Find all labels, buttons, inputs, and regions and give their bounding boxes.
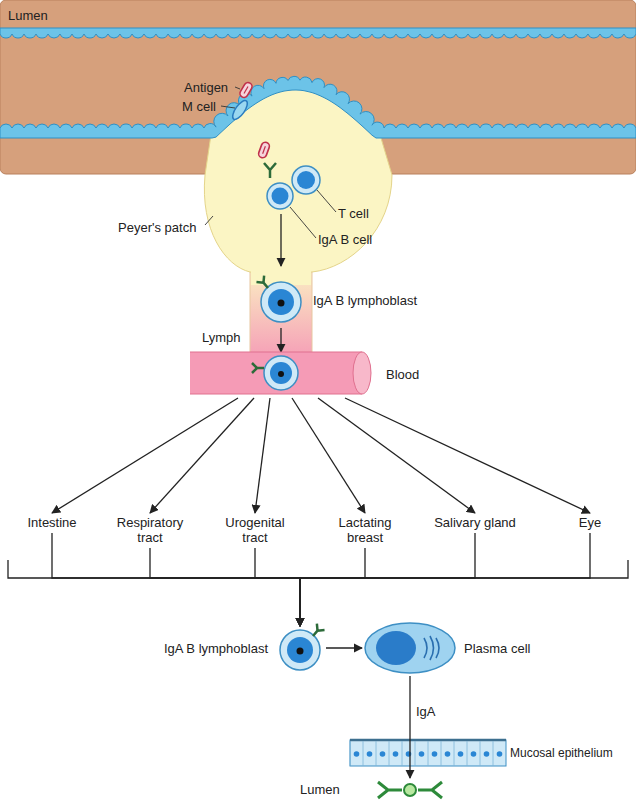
connector-arrow bbox=[255, 398, 270, 513]
m-cell bbox=[230, 98, 250, 121]
label: T cell bbox=[338, 206, 369, 221]
arrow bbox=[280, 214, 281, 266]
destination: Eye bbox=[548, 515, 632, 530]
node-text: Lactating breast bbox=[323, 515, 407, 545]
bracket bbox=[8, 560, 628, 578]
connector-arrow bbox=[300, 533, 475, 626]
node-text: Blood bbox=[386, 367, 419, 382]
connector-arrow bbox=[300, 548, 365, 626]
nucleus bbox=[458, 751, 464, 757]
nucleus bbox=[445, 751, 451, 757]
label: Antigen bbox=[184, 80, 228, 95]
node-text: Eye bbox=[548, 515, 632, 530]
nucleus bbox=[393, 751, 399, 757]
label: M cell bbox=[182, 99, 216, 114]
cell-border bbox=[363, 741, 364, 766]
label: Peyer's patch bbox=[118, 220, 196, 235]
arrow bbox=[409, 676, 410, 778]
node-text: Respiratory tract bbox=[108, 515, 192, 545]
connector-arrow bbox=[326, 647, 362, 648]
label: Lumen bbox=[8, 8, 48, 23]
connector-arrow bbox=[280, 328, 281, 352]
connector-arrow bbox=[345, 398, 590, 513]
plasma-cell-shape bbox=[362, 620, 458, 676]
blood-vessel-node: Blood bbox=[190, 350, 419, 398]
villi bbox=[0, 28, 636, 138]
cell-border bbox=[376, 741, 377, 766]
label: Lumen bbox=[300, 782, 340, 797]
nucleus bbox=[484, 751, 490, 757]
lymphoblast-cell bbox=[255, 272, 307, 328]
antigen bbox=[239, 81, 254, 99]
antigen bbox=[258, 141, 271, 159]
antibody bbox=[264, 163, 276, 178]
plasma-cell: Plasma cell bbox=[362, 620, 530, 676]
destination: Salivary gland bbox=[433, 515, 517, 530]
iga-b-cell bbox=[267, 183, 293, 209]
nucleus bbox=[471, 751, 477, 757]
cell-border bbox=[467, 741, 468, 766]
blood-vessel bbox=[190, 350, 376, 398]
destination: Respiratory tract bbox=[108, 515, 192, 545]
connector-arrow bbox=[52, 533, 300, 626]
label: IgA B cell bbox=[318, 232, 372, 247]
destination: Intestine bbox=[10, 515, 94, 530]
cell-border bbox=[415, 741, 416, 766]
label: Lymph bbox=[202, 330, 241, 345]
connector-arrow bbox=[150, 398, 254, 513]
leader-lines bbox=[205, 87, 336, 238]
cell-border bbox=[480, 741, 481, 766]
nucleus bbox=[367, 751, 373, 757]
cell-border bbox=[402, 741, 403, 766]
cell-border bbox=[389, 741, 390, 766]
cell-border bbox=[454, 741, 455, 766]
connector-arrow bbox=[255, 548, 300, 626]
nucleus bbox=[354, 751, 360, 757]
node-text: IgA B lymphoblast bbox=[313, 293, 417, 308]
mucosal-epithelium bbox=[350, 740, 506, 766]
cell-border bbox=[428, 741, 429, 766]
cell-border bbox=[350, 741, 351, 766]
cell-border bbox=[493, 741, 494, 766]
destination: Lactating breast bbox=[323, 515, 407, 545]
t-cell bbox=[292, 166, 320, 194]
epithelium bbox=[0, 76, 636, 138]
nucleus bbox=[380, 751, 386, 757]
connector-arrow bbox=[318, 398, 475, 513]
label: IgA bbox=[416, 704, 436, 719]
connector-arrow bbox=[292, 398, 365, 513]
lymphoblast: IgA B lymphoblast bbox=[164, 620, 326, 676]
node-text: IgA B lymphoblast bbox=[164, 641, 268, 656]
node-text: Salivary gland bbox=[433, 515, 517, 530]
connector-arrow bbox=[300, 533, 590, 626]
connector-arrow bbox=[52, 398, 238, 513]
cell-border bbox=[441, 741, 442, 766]
node-text: Plasma cell bbox=[464, 641, 530, 656]
node-text: Urogenital tract bbox=[213, 515, 297, 545]
nucleus bbox=[432, 751, 438, 757]
lymphoblast-cell bbox=[274, 620, 326, 676]
label: Mucosal epithelium bbox=[510, 746, 613, 761]
destination: Urogenital tract bbox=[213, 515, 297, 545]
connector-arrow bbox=[150, 548, 300, 626]
lymphoblast: IgA B lymphoblast bbox=[255, 272, 417, 328]
node-text: Intestine bbox=[10, 515, 94, 530]
nucleus bbox=[419, 751, 425, 757]
iga-dimer bbox=[378, 782, 442, 798]
epithelium bbox=[0, 28, 636, 38]
nucleus bbox=[497, 751, 503, 757]
